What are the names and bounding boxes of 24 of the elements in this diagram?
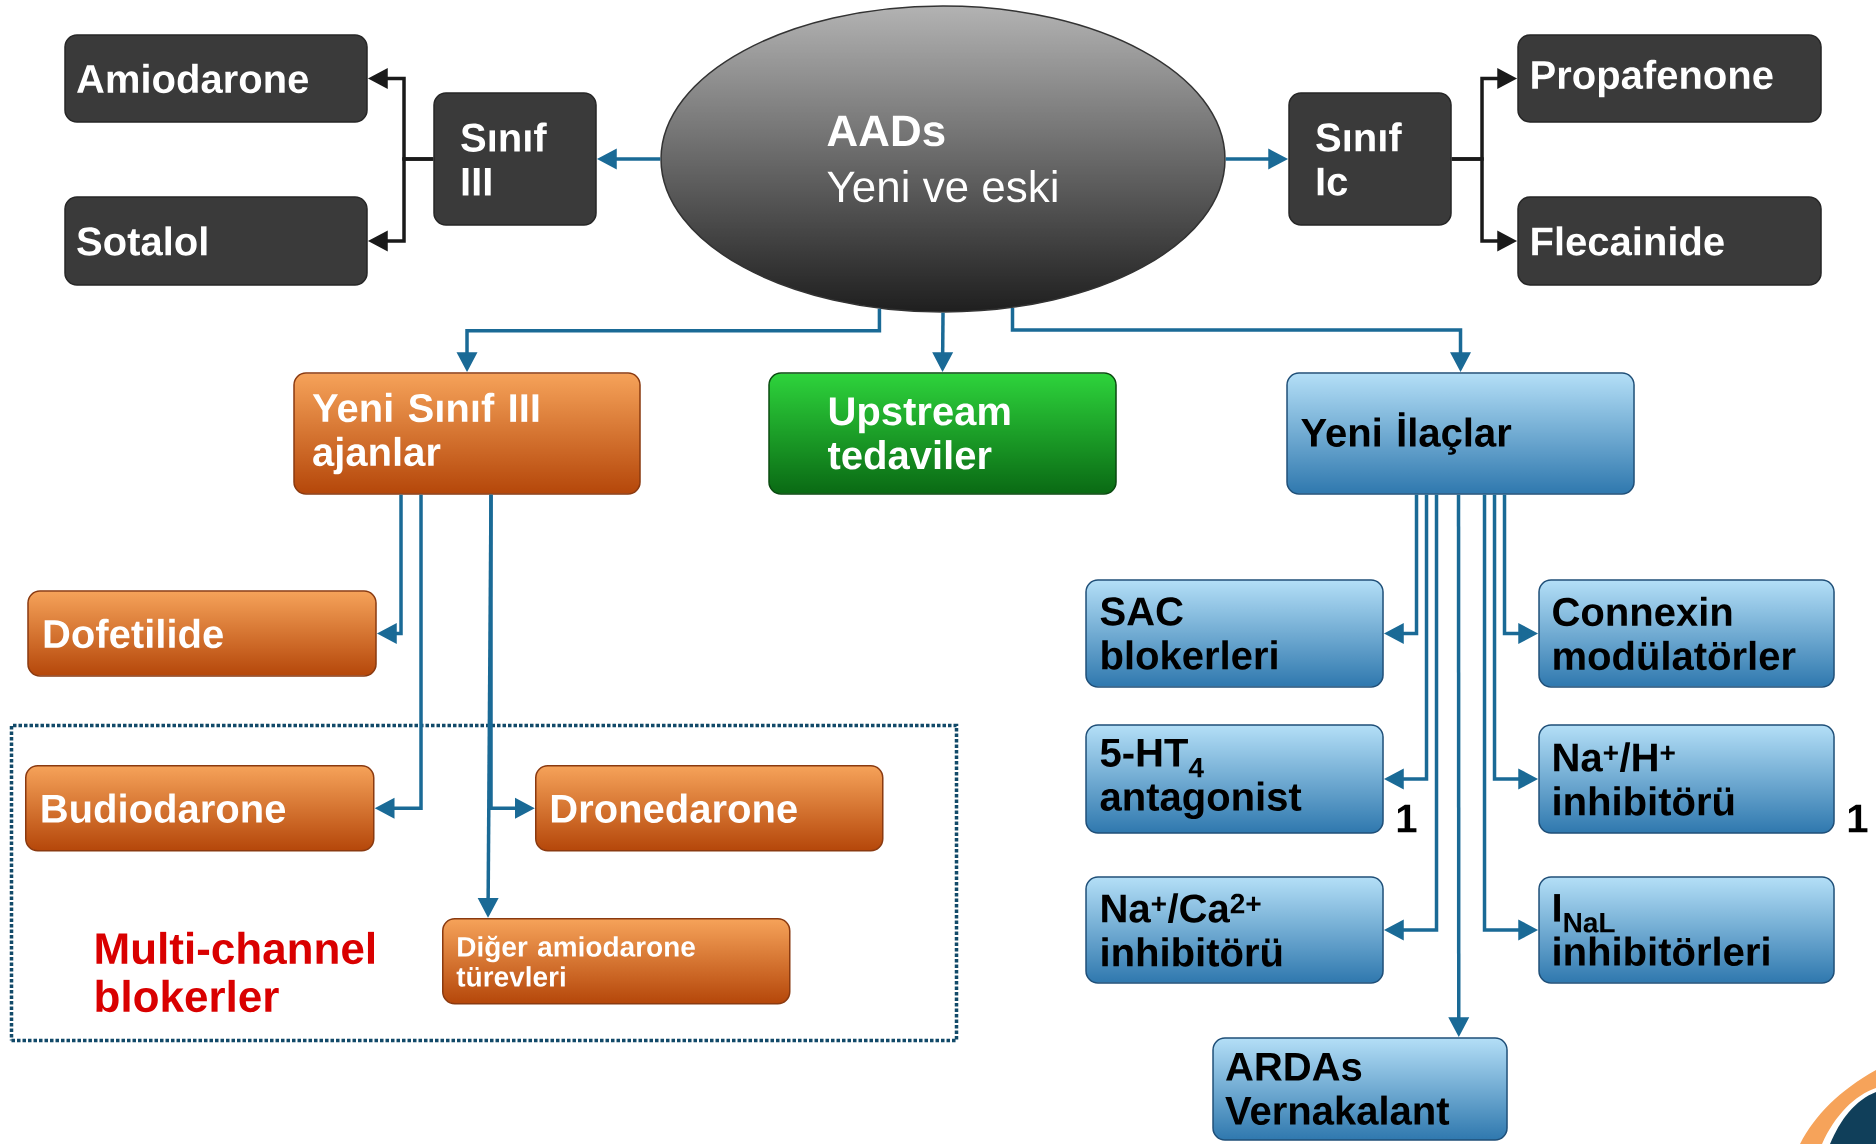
drug-box: Diğer amiodarone türevleri (442, 918, 791, 1005)
drug-class-box: I$_{NaL}$ inhibitörleri (1538, 876, 1835, 984)
drug-class-box: Na$^{+}$/Ca$^{2+}$ inhibitörü (1085, 876, 1384, 984)
footnote-number: 1 (1848, 804, 1868, 833)
category-box: Yeni İlaçlar (1286, 372, 1635, 495)
category-box: Yeni Sınıf III ajanlar (293, 372, 641, 495)
group-heading: Multi-channel blokerler (96, 931, 374, 1013)
class-box: Sınıf Ic (1288, 92, 1452, 226)
drug-box: Propafenone (1517, 34, 1822, 123)
drug-class-box: Connexin modülatörler (1538, 579, 1835, 688)
drug-class-box: Na$^{+}$/H$^{+}$ inhibitörü (1538, 724, 1835, 834)
drug-class-box: 5-HT$_{4}$ antagonist (1085, 724, 1384, 834)
drug-box: Budiodarone (25, 765, 375, 852)
category-box: Upstream tedaviler (768, 372, 1117, 495)
oval: AADs Yeni ve eski (660, 5, 1226, 313)
drug-box: Amiodarone (64, 34, 368, 123)
drug-box: Dofetilide (27, 590, 377, 677)
class-box: Sınıf III (433, 92, 597, 226)
drug-box: Dronedarone (535, 765, 884, 852)
drug-box: Flecainide (1517, 196, 1822, 286)
drug-box: Sotalol (64, 196, 368, 286)
drug-class-box: SAC blokerleri (1085, 579, 1384, 688)
drug-class-box: ARDAs Vernakalant (1212, 1037, 1508, 1141)
footnote-number: 1 (1397, 804, 1417, 833)
